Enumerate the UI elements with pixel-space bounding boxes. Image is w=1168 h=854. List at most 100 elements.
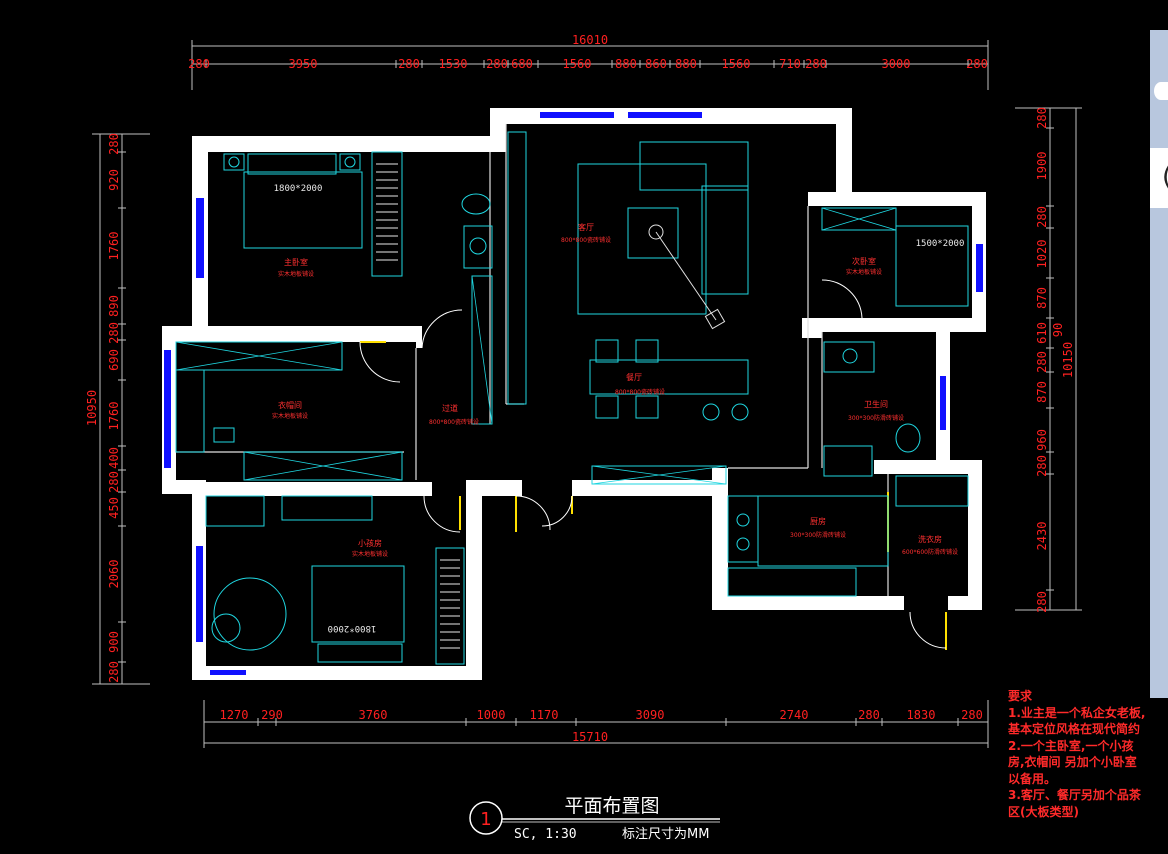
- dim-top: 280: [188, 57, 210, 71]
- room-name: 主卧室: [284, 257, 308, 267]
- dimension-ticks: [118, 60, 1054, 726]
- dim-right: 870: [1035, 287, 1049, 309]
- dim-bottom: 1270: [220, 708, 249, 722]
- dim-left: 900: [107, 631, 121, 653]
- requirements-line: 1.业主是一个私企女老板,: [1008, 705, 1146, 720]
- door-swings: [359, 279, 947, 649]
- dim-right-total: 10150: [1061, 342, 1075, 378]
- dim-right: 870: [1035, 381, 1049, 403]
- requirements-notes: 要求 1.业主是一个私企女老板, 基本定位风格在现代简约 2.一个主卧室,一个小…: [1008, 688, 1168, 820]
- dim-right: 610: [1035, 322, 1049, 344]
- bed-size-kids: 1800*2000: [328, 623, 377, 633]
- dim-bottom: 290: [261, 708, 283, 722]
- dim-bottom: 2740: [780, 708, 809, 722]
- room-name: 次卧室: [852, 256, 876, 266]
- dim-top: 1560: [722, 57, 751, 71]
- dim-left: 690: [107, 349, 121, 371]
- requirements-heading: 要求: [1008, 689, 1033, 703]
- room-name: 客厅: [578, 222, 594, 232]
- windows: [164, 112, 983, 675]
- dim-top: 710: [779, 57, 801, 71]
- room-bath: 卫生间 300*300防滑砖铺设: [848, 399, 904, 422]
- room-master: 主卧室 实木地板铺设: [278, 257, 314, 278]
- room-name: 过道: [442, 403, 458, 413]
- room-spec: 实木地板铺设: [278, 270, 314, 278]
- dim-left: 920: [107, 169, 121, 191]
- dim-top-total: 16010: [572, 33, 608, 47]
- dim-left: 280: [107, 471, 121, 493]
- dim-right: 280: [1035, 351, 1049, 373]
- dim-right: 1900: [1035, 152, 1049, 181]
- wardrobe-hatch: [376, 163, 460, 649]
- dim-top: 880: [615, 57, 637, 71]
- dim-left-total: 10950: [85, 390, 99, 426]
- side-panel-tab-glyph: (: [1162, 162, 1168, 192]
- room-kitchen: 厨房 300*300防滑砖铺设: [790, 516, 846, 539]
- room-spec: 实木地板铺设: [272, 412, 308, 420]
- dim-left: 890: [107, 295, 121, 317]
- drawing-title: 平面布置图: [564, 795, 659, 817]
- dim-right: 280: [1035, 591, 1049, 613]
- drawing-units-note: 标注尺寸为MM: [622, 827, 709, 842]
- dim-top: 280: [966, 57, 988, 71]
- dim-top: 3000: [882, 57, 911, 71]
- room-name: 小孩房: [358, 538, 382, 548]
- dim-bottom: 280: [858, 708, 880, 722]
- dim-top: 280: [486, 57, 508, 71]
- room-name: 洗衣房: [918, 534, 942, 544]
- room-kids: 小孩房 实木地板铺设: [352, 538, 388, 558]
- requirements-line: 房,衣帽间 另加个小卧室: [1008, 755, 1137, 769]
- dim-top: 1560: [563, 57, 592, 71]
- cabinet-crosses: [175, 207, 897, 485]
- dim-bottom: 1170: [530, 708, 559, 722]
- dim-right: 1020: [1035, 240, 1049, 269]
- room-spec: 300*300防滑砖铺设: [848, 414, 904, 422]
- dim-bottom: 280: [961, 708, 983, 722]
- sheet-number-circle: [469, 801, 503, 835]
- dim-right: 280: [1035, 107, 1049, 129]
- side-panel-button[interactable]: [1154, 82, 1168, 100]
- floor-lamp: [648, 224, 726, 330]
- bed-size-guest: 1500*2000: [916, 239, 965, 249]
- dim-right-group: 280 1900 280 1020 870 610 280 90 870 960…: [1035, 107, 1065, 613]
- requirements-line: 以备用。: [1008, 771, 1057, 786]
- requirements-line: 基本定位风格在现代简约: [1008, 722, 1141, 736]
- dim-bottom: 1000: [477, 708, 506, 722]
- dim-left: 2060: [107, 560, 121, 589]
- room-spec: 800*800瓷砖铺设: [429, 418, 479, 426]
- dim-left: 450: [107, 497, 121, 519]
- bed-size-master: 1800*2000: [274, 184, 323, 194]
- requirements-line: 3.客厅、餐厅另加个品茶: [1008, 788, 1141, 802]
- furniture: [175, 131, 969, 665]
- dim-right: 280: [1035, 206, 1049, 228]
- room-corridor: 过道 800*800瓷砖铺设: [429, 403, 479, 426]
- side-panel[interactable]: (: [1150, 30, 1168, 698]
- dim-bottom-total: 15710: [572, 730, 608, 744]
- room-name: 餐厅: [626, 373, 642, 382]
- room-spec: 实木地板铺设: [846, 268, 882, 276]
- dim-right: 90: [1051, 323, 1065, 337]
- room-dining: 餐厅 800*800瓷砖铺设: [615, 373, 665, 396]
- dim-right: 2430: [1035, 522, 1049, 551]
- dim-top: 1530: [439, 57, 468, 71]
- room-cloak: 衣帽间 实木地板铺设: [272, 400, 308, 420]
- room-spec: 300*300防滑砖铺设: [790, 531, 846, 539]
- drawing-scale: SC, 1:30: [514, 827, 577, 842]
- dim-left: 1760: [107, 402, 121, 431]
- dim-top: 860: [645, 57, 667, 71]
- requirements-line: 2.一个主卧室,一个小孩: [1008, 738, 1134, 753]
- dim-top: 3950: [289, 57, 318, 71]
- room-name: 厨房: [810, 516, 826, 526]
- room-name: 卫生间: [864, 399, 888, 409]
- dim-left: 280: [107, 133, 121, 155]
- room-laundry: 洗衣房 600*600防滑砖铺设: [902, 534, 958, 556]
- dim-top: 280: [805, 57, 827, 71]
- dim-right: 960: [1035, 429, 1049, 451]
- dim-left: 1760: [107, 232, 121, 261]
- side-panel-tab[interactable]: (: [1150, 148, 1168, 208]
- dim-bottom: 1830: [907, 708, 936, 722]
- dim-left: 400: [107, 447, 121, 469]
- room-spec: 实木地板铺设: [352, 550, 388, 558]
- room-spec: 600*600防滑砖铺设: [902, 548, 958, 556]
